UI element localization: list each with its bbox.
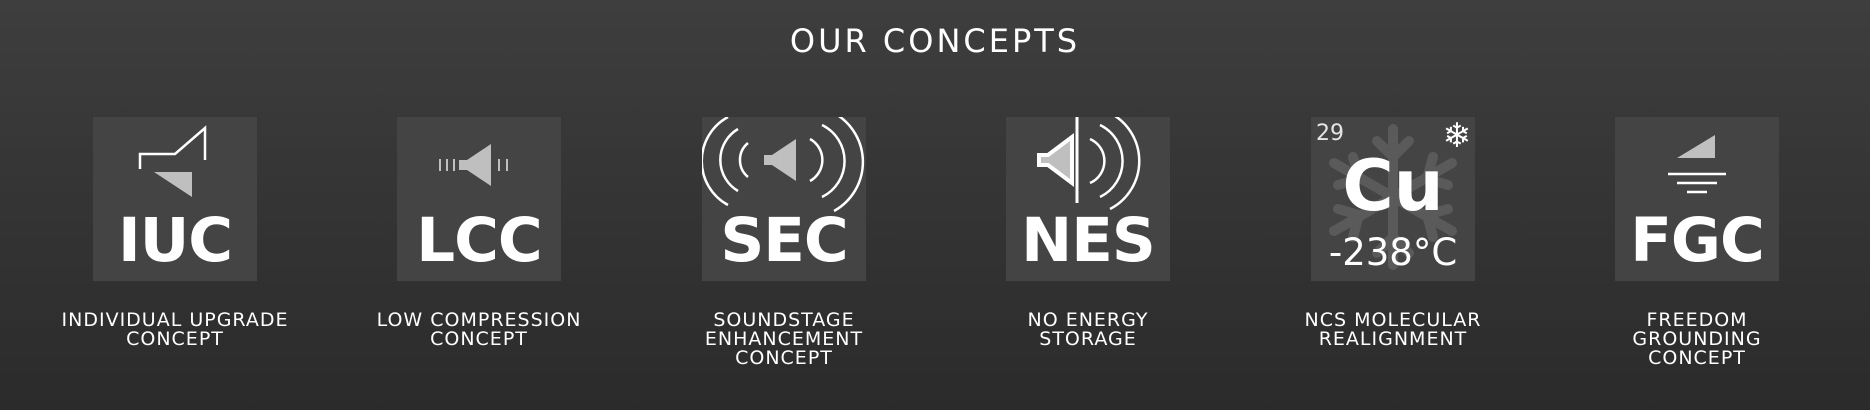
concept-caption: NO ENERGY STORAGE — [958, 311, 1218, 349]
snowflake-icon: ❄ — [1442, 117, 1472, 156]
concept-abbreviation: LCC — [416, 205, 542, 276]
concept-tile-ncs[interactable]: 29 ❄ Cu -238°C — [1311, 117, 1475, 281]
caption-line: STORAGE — [1039, 328, 1137, 350]
concept-abbreviation: IUC — [118, 205, 233, 276]
speaker-outline-waves-icon — [1037, 117, 1141, 211]
caption-line: CONCEPT — [126, 328, 224, 350]
speaker-soundwaves-icon — [702, 117, 865, 213]
concepts-list: IUC INDIVIDUAL UPGRADE CONCEPT LCC LOW C… — [0, 117, 1870, 377]
concept-abbreviation: SEC — [720, 205, 848, 276]
atomic-number: 29 — [1316, 121, 1344, 146]
concept-tile-nes[interactable]: NES — [1006, 117, 1170, 281]
speaker-low-compression-icon — [439, 144, 508, 186]
element-symbol: Cu — [1342, 145, 1444, 227]
caption-line: LOW COMPRESSION — [376, 309, 582, 331]
caption-line: ENHANCEMENT — [704, 328, 864, 350]
caption-line: NCS MOLECULAR — [1304, 309, 1482, 331]
concept-caption: FREEDOM GROUNDING CONCEPT — [1567, 311, 1827, 368]
section-title: OUR CONCEPTS — [789, 22, 1081, 60]
concept-caption: INDIVIDUAL UPGRADE CONCEPT — [45, 311, 305, 349]
caption-line: INDIVIDUAL UPGRADE — [61, 309, 289, 331]
caption-line: NO ENERGY — [1027, 309, 1149, 331]
ground-symbol-icon — [1668, 135, 1726, 194]
caption-line: GROUNDING — [1632, 328, 1762, 350]
upgrade-step-icon — [138, 125, 207, 197]
caption-line: FREEDOM — [1646, 309, 1748, 331]
concept-abbreviation: NES — [1021, 205, 1156, 276]
caption-line: CONCEPT — [1648, 347, 1746, 369]
concept-card-sec[interactable]: SEC SOUNDSTAGE ENHANCEMENT CONCEPT — [654, 117, 914, 368]
temperature-label: -238°C — [1328, 231, 1458, 274]
caption-line: REALIGNMENT — [1318, 328, 1468, 350]
concept-tile-iuc[interactable]: IUC — [93, 117, 257, 281]
snowflake-background-icon — [1329, 124, 1457, 270]
concept-caption: NCS MOLECULAR REALIGNMENT — [1263, 311, 1523, 349]
concept-card-fgc[interactable]: FGC FREEDOM GROUNDING CONCEPT — [1567, 117, 1827, 368]
concept-card-nes[interactable]: NES NO ENERGY STORAGE — [958, 117, 1218, 349]
concept-tile-lcc[interactable]: LCC — [397, 117, 561, 281]
caption-line: SOUNDSTAGE — [713, 309, 855, 331]
caption-line: CONCEPT — [735, 347, 833, 369]
concept-card-ncs[interactable]: 29 ❄ Cu -238°C NCS MOLECULAR REALIGNMENT — [1263, 117, 1523, 349]
concept-card-lcc[interactable]: LCC LOW COMPRESSION CONCEPT — [349, 117, 609, 349]
concept-caption: SOUNDSTAGE ENHANCEMENT CONCEPT — [654, 311, 914, 368]
concept-tile-fgc[interactable]: FGC — [1615, 117, 1779, 281]
concept-abbreviation: FGC — [1630, 205, 1765, 276]
concept-card-iuc[interactable]: IUC INDIVIDUAL UPGRADE CONCEPT — [45, 117, 305, 349]
concept-caption: LOW COMPRESSION CONCEPT — [349, 311, 609, 349]
concept-tile-sec[interactable]: SEC — [702, 117, 866, 281]
caption-line: CONCEPT — [430, 328, 528, 350]
